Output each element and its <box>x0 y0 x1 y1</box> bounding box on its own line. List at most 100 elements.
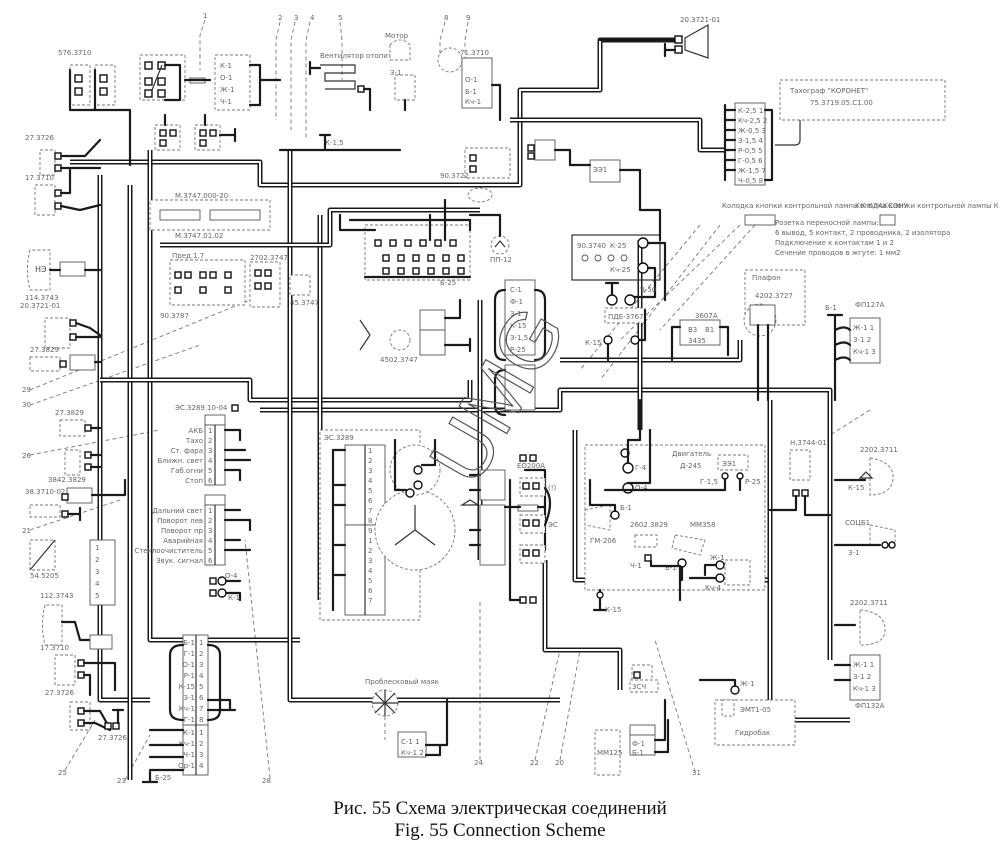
connector-pin-number: 1 <box>368 537 372 545</box>
svg-text:ЕО200А: ЕО200А <box>517 462 545 470</box>
svg-text:З-1 2: З-1 2 <box>853 673 871 681</box>
connector-pin-number: 1 <box>368 447 372 455</box>
svg-text:З-1,5 4: З-1,5 4 <box>738 137 763 145</box>
svg-text:Плафон: Плафон <box>752 274 781 282</box>
callout-numbers: 1 2 3 4 5 8 9 29 30 26 21 25 23 28 24 22… <box>22 12 701 785</box>
relay-control-right: 90.3740 К-25 Кч-25 Ч-50 ПДЕ-3767 К-15 <box>571 234 667 362</box>
svg-text:3: 3 <box>95 568 99 576</box>
svg-text:27.3726: 27.3726 <box>25 134 54 142</box>
figure-caption-english: Fig. 55 Connection Scheme <box>394 820 606 841</box>
connector-pin-number: 4 <box>199 672 204 680</box>
svg-text:Ж-1: Ж-1 <box>220 86 235 94</box>
connector-pin-number: 7 <box>368 597 372 605</box>
engine-block: Г-4 О-4 Двигатель Д-245 ЭЭ1 Г-1,5 Р-25 Г… <box>584 398 766 614</box>
connector-pin-number: 4 <box>368 477 373 485</box>
svg-text:45.3747: 45.3747 <box>290 299 319 307</box>
main-harness <box>70 37 850 780</box>
callout: 22 <box>530 759 539 767</box>
svg-text:20.3721-01: 20.3721-01 <box>20 302 60 310</box>
instrument-connector <box>459 468 547 566</box>
svg-text:К-15: К-15 <box>510 322 526 330</box>
svg-text:З-1 2: З-1 2 <box>853 336 871 344</box>
callout: 2 <box>278 14 282 22</box>
connector-pin-number: 3 <box>368 467 372 475</box>
relay-block-top: К-1 О-1 Ж-1 Ч-1 <box>139 54 282 111</box>
callout: 21 <box>22 527 31 535</box>
svg-text:2: 2 <box>95 556 99 564</box>
connector-pin-number: 1 <box>208 427 212 435</box>
svg-text:О-4: О-4 <box>635 484 648 492</box>
svg-text:М.3747.000-20: М.3747.000-20 <box>175 192 228 200</box>
socket-note: Розетка переносной лампы: 6 вывод, 5 кон… <box>775 219 950 257</box>
svg-text:Кч-1: Кч-1 <box>465 98 481 106</box>
svg-text:2202.3711: 2202.3711 <box>860 446 898 454</box>
svg-text:К-25: К-25 <box>610 242 626 250</box>
connector-pin-number: 7 <box>199 705 203 713</box>
svg-text:ЗСЧ: ЗСЧ <box>632 683 646 691</box>
relay-pair <box>154 113 237 151</box>
svg-text:27.3829: 27.3829 <box>30 346 59 354</box>
svg-text:Мотор: Мотор <box>385 32 409 40</box>
right-lower-components: 2202.3711 К-15 СОЦБ1 З-1 2202.3711 Ж-1 1… <box>698 446 898 746</box>
svg-text:Ж-1,5 7: Ж-1,5 7 <box>738 167 766 175</box>
svg-text:Ф-1: Ф-1 <box>632 740 645 748</box>
connector-pin-number: 5 <box>208 547 212 555</box>
connector-pin-number: 1 <box>208 507 212 515</box>
horn-top: 20.3721-01 <box>598 16 720 59</box>
svg-text:В1: В1 <box>705 326 714 334</box>
callout: 23 <box>117 777 126 785</box>
svg-text:Кч-1 3: Кч-1 3 <box>853 685 876 693</box>
svg-text:О-1: О-1 <box>465 76 478 84</box>
svg-text:Кч-1 3: Кч-1 3 <box>853 348 876 356</box>
svg-text:ММ358: ММ358 <box>690 521 715 529</box>
connector-stack-center: С-1 Ф-1 З-1 К-15 З-1,5 Р-25 <box>493 279 547 417</box>
svg-text:СОЦБ1: СОЦБ1 <box>845 519 870 527</box>
svg-text:Ж-1 1: Ж-1 1 <box>853 324 874 332</box>
svg-text:Кч-2,5 2: Кч-2,5 2 <box>738 117 767 125</box>
connector-row-label: Кч-1 <box>179 740 195 748</box>
connector-row-label: Дальний свет <box>152 507 203 515</box>
callout: 1 <box>203 12 207 20</box>
svg-text:ФП132А: ФП132А <box>855 702 885 710</box>
svg-text:Гидробак: Гидробак <box>735 729 770 737</box>
callout: 25 <box>58 769 67 777</box>
connector-pin-number: 3 <box>368 557 372 565</box>
svg-text:К-15: К-15 <box>585 339 601 347</box>
svg-text:90.3722: 90.3722 <box>440 172 469 180</box>
connector-row-label: Р-1 <box>184 672 195 680</box>
connector-pin-number: 1 <box>199 639 203 647</box>
svg-text:3842.3829: 3842.3829 <box>48 476 86 484</box>
svg-text:Ж-1: Ж-1 <box>740 680 755 688</box>
svg-text:Б-1: Б-1 <box>825 304 837 312</box>
connector-row-label: АКБ <box>188 427 203 435</box>
svg-text:114.3743: 114.3743 <box>25 294 58 302</box>
svg-text:Ж-0,5 3: Ж-0,5 3 <box>738 127 766 135</box>
connector-row-label: Поворот лев <box>157 517 203 525</box>
svg-text:Р-25: Р-25 <box>745 478 761 486</box>
svg-text:Р-0,5 5: Р-0,5 5 <box>738 147 763 155</box>
svg-text:З-1: З-1 <box>390 69 401 77</box>
svg-text:90.3787: 90.3787 <box>160 312 189 320</box>
svg-text:Кч-1 2: Кч-1 2 <box>401 749 424 757</box>
svg-text:ЭЭ1: ЭЭ1 <box>722 460 736 468</box>
svg-text:Ж-1: Ж-1 <box>710 554 725 562</box>
connector-row-label: Звук. сигнал <box>156 557 203 565</box>
svg-text:17.3710: 17.3710 <box>25 174 54 182</box>
svg-text:5: 5 <box>95 592 99 600</box>
svg-text:З-1: З-1 <box>848 549 859 557</box>
svg-text:ЭМТ1-05: ЭМТ1-05 <box>740 706 771 714</box>
connector-row-label: Ор-1 <box>178 762 195 770</box>
connector-row-label: Ст. фара <box>171 447 203 455</box>
callout: 8 <box>444 14 448 22</box>
svg-text:27.3726: 27.3726 <box>98 734 127 742</box>
connector-pin-number: 6 <box>208 477 213 485</box>
callout: 28 <box>262 777 271 785</box>
svg-text:4: 4 <box>95 580 100 588</box>
connector-row-label: Стеклоочиститель <box>134 547 203 555</box>
svg-text:Ч-0,5 8: Ч-0,5 8 <box>738 177 763 185</box>
connector-pin-number: 8 <box>199 716 203 724</box>
connector-row-label: З-1 <box>184 694 195 702</box>
svg-text:Д-245: Д-245 <box>680 462 701 470</box>
svg-text:17.3710: 17.3710 <box>40 644 69 652</box>
svg-text:Б-1: Б-1 <box>465 88 477 96</box>
